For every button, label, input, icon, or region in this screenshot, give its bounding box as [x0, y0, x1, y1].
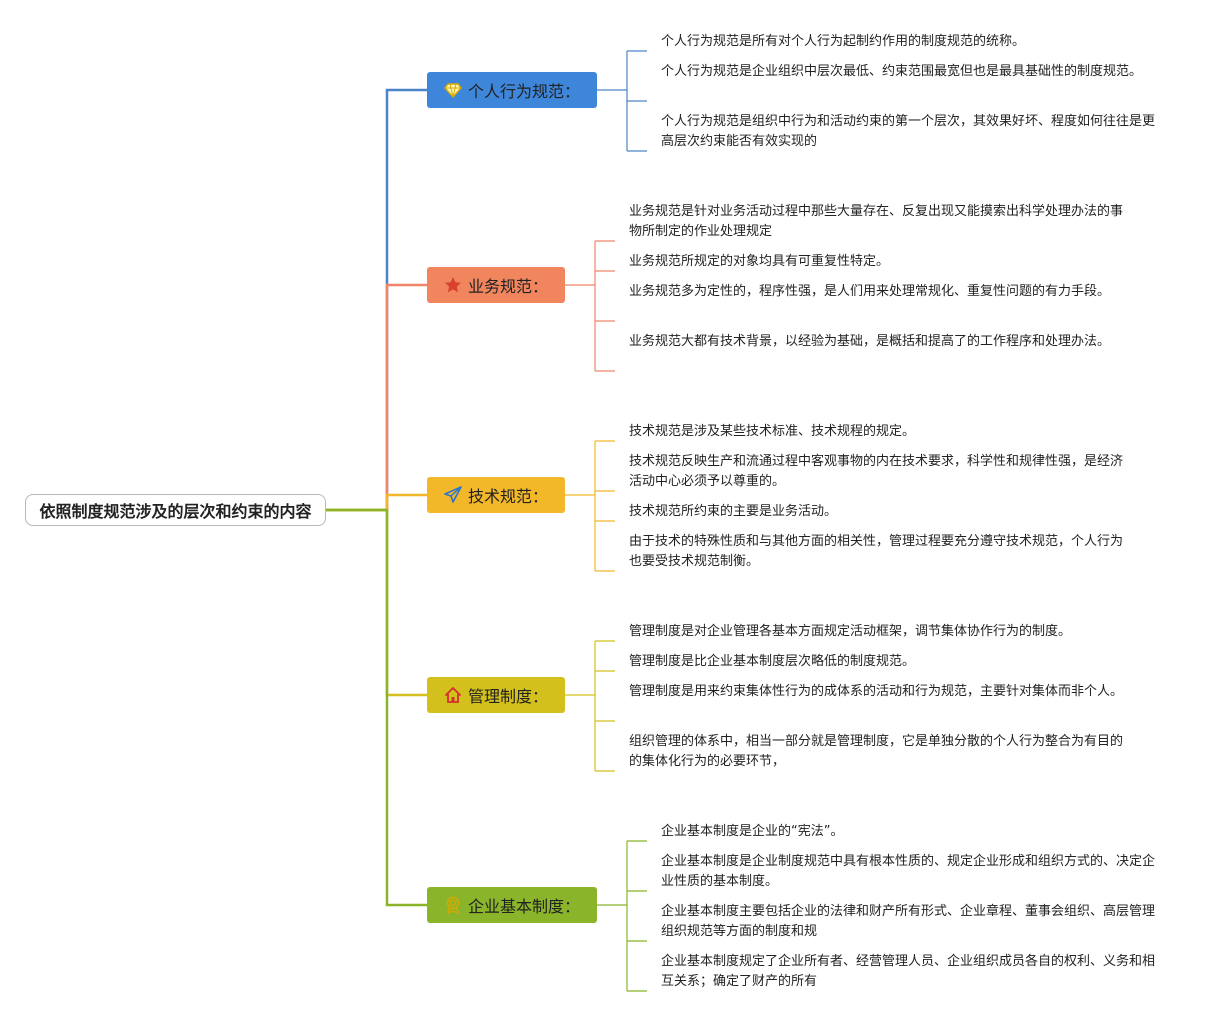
- branch-label: 企业基本制度：: [467, 897, 580, 916]
- leaf-topic[interactable]: 技术规范所约束的主要是业务活动。: [629, 504, 838, 519]
- root-topic[interactable]: 依照制度规范涉及的层次和约束的内容: [25, 494, 326, 526]
- diamond-icon: [444, 81, 462, 99]
- leaf-topic[interactable]: 技术规范是涉及某些技术标准、技术规程的规定。: [629, 424, 916, 439]
- root-branch-connector: [326, 88, 427, 512]
- leaf-topic[interactable]: 个人行为规范是企业组织中层次最低、约束范围最宽但也是最具基础性的制度规范。: [661, 64, 1143, 79]
- branch-topic-technical[interactable]: 技术规范：: [427, 477, 565, 513]
- branch-label: 管理制度：: [467, 687, 548, 706]
- root-branch-connector: [326, 283, 427, 512]
- leaf-topic[interactable]: 企业基本制度主要包括企业的法律和财产所有形式、企业章程、董事会组织、高层管理组织…: [661, 904, 1156, 939]
- branch-label: 个人行为规范：: [467, 82, 580, 101]
- leaf-topic[interactable]: 业务规范所规定的对象均具有可重复性特定。: [629, 254, 890, 269]
- root-branch-connector: [326, 508, 427, 907]
- leaf-topic[interactable]: 个人行为规范是组织中行为和活动约束的第一个层次，其效果好坏、程度如何往往是更高层…: [661, 114, 1156, 149]
- leaf-topic[interactable]: 业务规范大都有技术背景，以经验为基础，是概括和提高了的工作程序和处理办法。: [629, 334, 1111, 349]
- star-icon: [444, 276, 462, 294]
- leaf-topic[interactable]: 管理制度是用来约束集体性行为的成体系的活动和行为规范，主要针对集体而非个人。: [629, 684, 1124, 699]
- branch-label: 技术规范：: [467, 487, 548, 506]
- paper-plane-icon: [444, 486, 462, 504]
- leaf-topic[interactable]: 企业基本制度是企业的“宪法”。: [661, 824, 844, 839]
- house-icon: [444, 686, 462, 704]
- leaf-topic[interactable]: 企业基本制度是企业制度规范中具有根本性质的、规定企业形成和组织方式的、决定企业性…: [661, 854, 1156, 889]
- leaf-topic[interactable]: 由于技术的特殊性质和与其他方面的相关性，管理过程要充分遵守技术规范，个人行为也要…: [629, 534, 1124, 569]
- root-branch-connector: [326, 493, 427, 512]
- leaf-topic[interactable]: 管理制度是对企业管理各基本方面规定活动框架，调节集体协作行为的制度。: [629, 624, 1072, 639]
- leaf-topic[interactable]: 管理制度是比企业基本制度层次略低的制度规范。: [629, 654, 916, 669]
- branch-topic-business[interactable]: 业务规范：: [427, 267, 565, 303]
- leaf-topic[interactable]: 企业基本制度规定了企业所有者、经营管理人员、企业组织成员各自的权利、义务和相互关…: [661, 954, 1156, 989]
- branch-topic-personal[interactable]: 个人行为规范：: [427, 72, 597, 108]
- leaf-topic[interactable]: 业务规范多为定性的，程序性强，是人们用来处理常规化、重复性问题的有力手段。: [629, 284, 1111, 299]
- leaf-topic[interactable]: 组织管理的体系中，相当一部分就是管理制度，它是单独分散的个人行为整合为有目的的集…: [629, 734, 1124, 769]
- branch-label: 业务规范：: [467, 277, 548, 296]
- branch-topic-basic[interactable]: 企业基本制度：: [427, 887, 597, 923]
- branch-topic-management[interactable]: 管理制度：: [427, 677, 565, 713]
- leaf-topic[interactable]: 业务规范是针对业务活动过程中那些大量存在、反复出现又能摸索出科学处理办法的事物所…: [629, 204, 1124, 239]
- root-branch-connector: [326, 508, 427, 697]
- leaf-topic[interactable]: 技术规范反映生产和流通过程中客观事物的内在技术要求，科学性和规律性强，是经济活动…: [629, 454, 1124, 489]
- leaf-topic[interactable]: 个人行为规范是所有对个人行为起制约作用的制度规范的统称。: [661, 34, 1026, 49]
- award-icon: [444, 896, 462, 914]
